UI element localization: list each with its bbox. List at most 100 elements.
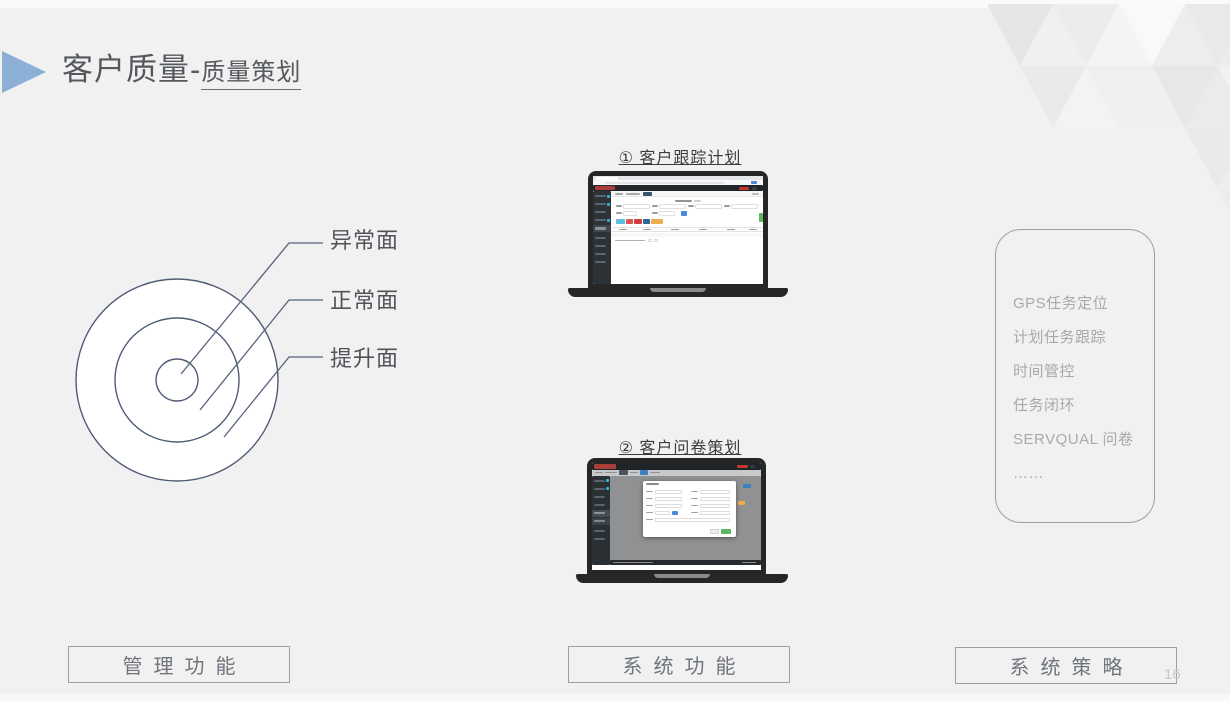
mini-form-label — [616, 212, 622, 214]
mini-toolbar-item — [605, 471, 617, 474]
mini-sidebar-badge — [606, 487, 609, 491]
mini-form-input — [655, 496, 682, 501]
mini-form-input — [700, 503, 730, 508]
mini-status-text — [742, 561, 756, 564]
mini-form-input — [700, 496, 730, 501]
mini-breadcrumb — [626, 193, 640, 195]
mini-sidebar-item — [595, 195, 606, 198]
laptop-1-screen — [593, 176, 763, 284]
page-number: 16 — [1164, 666, 1181, 683]
footer-box-system-functions: 系统功能 — [568, 646, 790, 683]
strategy-item-ellipsis: …… — [1013, 465, 1044, 482]
mini-sidebar-item — [594, 511, 605, 515]
mini-sidebar-item — [595, 253, 606, 256]
bottom-edge-strip — [0, 694, 1230, 701]
mini-form-input-wide — [655, 517, 730, 522]
mini-sidebar-item — [595, 227, 606, 230]
mini-toolbar — [592, 469, 761, 476]
laptop-2-notch — [654, 574, 710, 578]
mini-form-label — [646, 518, 653, 521]
mini-sidebar-item — [594, 487, 605, 490]
mini-active-tab — [643, 191, 652, 197]
mini-form-label — [688, 205, 694, 207]
mini-modal-blue-button — [672, 510, 678, 515]
mini-form-label — [616, 205, 622, 207]
page-title: 客户质量- 质量策划 — [62, 44, 302, 90]
mini-sidebar-item — [595, 203, 606, 206]
mini-app-navbar — [593, 185, 763, 191]
mini-nav-menu — [750, 464, 755, 468]
mini-nav-badge — [737, 464, 748, 468]
mini-sidebar-item — [594, 529, 605, 532]
strategy-item-plan-tracking: 计划任务跟踪 — [1013, 329, 1107, 346]
mini-form-input — [659, 211, 675, 216]
mini-page-heading — [675, 199, 692, 203]
mini-modal-dialog — [643, 480, 736, 537]
mini-table-header — [611, 227, 763, 232]
mini-page-subheading — [694, 200, 701, 202]
mini-search-button — [681, 211, 687, 216]
laptop-mockup-1: ① 客户跟踪计划 — [560, 144, 800, 299]
laptop-2-base — [576, 574, 788, 583]
diagram-label-improve: 提升面 — [330, 346, 400, 371]
mini-button-red — [634, 219, 642, 224]
mini-table-header-cell — [671, 228, 679, 231]
mini-toolbar-tab-active — [640, 470, 648, 475]
leader-line-3 — [223, 356, 323, 438]
mini-form-input — [655, 503, 682, 508]
strategy-item-gps: GPS任务定位 — [1013, 295, 1109, 312]
target-diagram — [75, 242, 323, 482]
mini-button-red — [626, 219, 633, 224]
mini-form-input — [623, 204, 650, 209]
mini-sidebar — [592, 475, 610, 565]
mini-toolbar-item — [630, 471, 638, 474]
mini-sidebar-badge — [607, 194, 610, 198]
top-edge-strip — [0, 0, 1230, 8]
diagram-label-normal: 正常面 — [330, 288, 400, 313]
title-main: 客户质量- — [62, 52, 202, 87]
mini-sidebar-item — [595, 245, 606, 248]
circle-inner — [155, 358, 199, 402]
title-arrow-icon — [2, 51, 46, 93]
leader-line-2 — [199, 299, 323, 411]
mini-sidebar-item — [594, 479, 605, 482]
footer-box-system-functions-label: 系统功能 — [622, 656, 747, 678]
mini-sidebar-item — [595, 237, 606, 240]
laptop-caption-1: ① 客户跟踪计划 — [618, 150, 742, 167]
mini-url-field — [605, 181, 725, 184]
mini-form-label — [691, 504, 698, 507]
title-sub: 质量策划 — [201, 52, 302, 90]
mini-sidebar-badge — [607, 202, 610, 206]
mini-form-input — [731, 204, 758, 209]
mini-browser-tab — [596, 177, 618, 180]
mini-browser-button — [751, 181, 757, 184]
mini-button-orange — [738, 500, 745, 505]
mini-sidebar-item — [594, 519, 605, 523]
mini-form-input — [700, 489, 730, 494]
mini-form-label — [646, 490, 653, 493]
laptop-caption-2: ② 客户问卷策划 — [618, 440, 742, 457]
mini-sidebar — [593, 191, 611, 284]
mini-pagination-button — [648, 238, 652, 242]
mini-breadcrumb — [615, 193, 623, 195]
mini-sidebar-item — [595, 219, 606, 222]
mini-nav-badge — [739, 186, 749, 190]
mini-toolbar-tab — [619, 470, 628, 475]
mini-toolbar-link — [752, 193, 759, 195]
footer-box-system-strategy-label: 系统策略 — [1009, 657, 1134, 679]
mini-toolbar-item — [650, 471, 660, 474]
mini-sidebar-item — [594, 503, 605, 506]
footer-box-system-strategy: 系统策略 — [955, 647, 1177, 684]
mini-form-label — [724, 205, 730, 207]
mini-button-orange — [651, 219, 663, 224]
mini-toolbar-item — [595, 471, 603, 474]
mini-table-header-cell — [727, 228, 735, 231]
mini-form-label — [652, 205, 658, 207]
mini-button-cyan — [616, 219, 625, 224]
laptop-mockup-2: ② 客户问卷策划 — [560, 434, 800, 589]
mini-side-action — [759, 213, 763, 222]
strategy-box: GPS任务定位 计划任务跟踪 时间管控 任务闭环 SERVQUAL 问卷 …… — [995, 229, 1155, 523]
mini-form-input — [623, 211, 637, 216]
footer-box-management: 管理功能 — [68, 646, 290, 683]
